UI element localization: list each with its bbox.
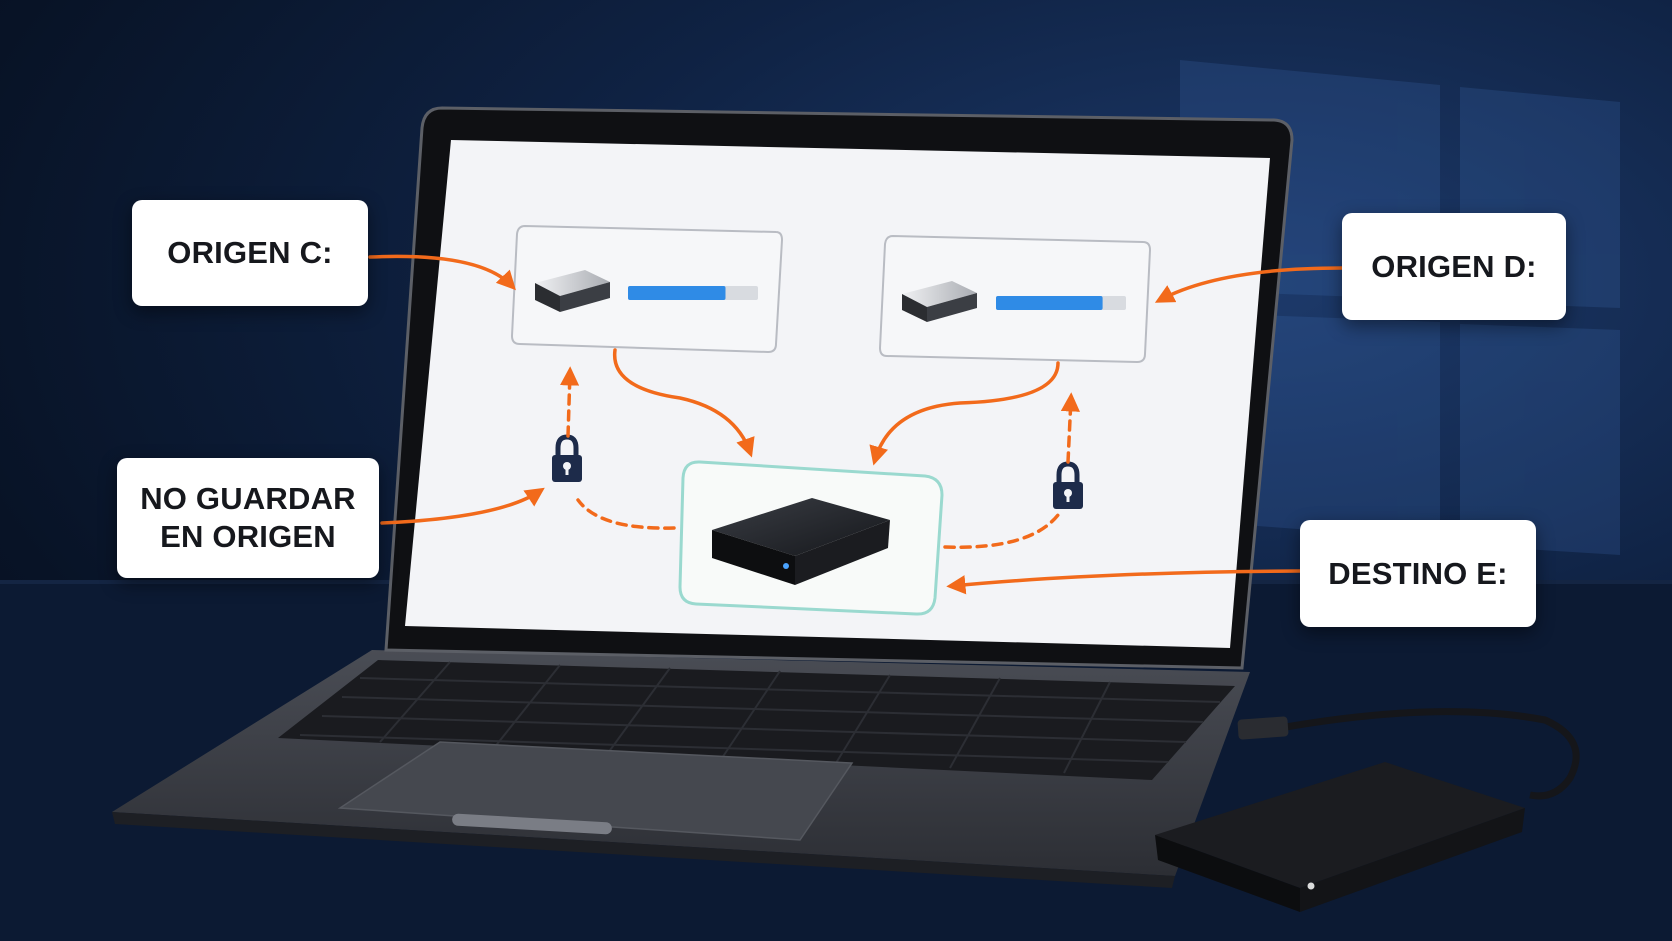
- label-no-guardar-en-origen: NO GUARDAR EN ORIGEN: [117, 458, 379, 578]
- label-destino-e: DESTINO E:: [1300, 520, 1536, 627]
- flow-c-to-e: [613, 348, 755, 458]
- flow-d-to-e: [869, 361, 1060, 466]
- dashed-e-to-lock-c: [576, 498, 676, 530]
- usb-cable: [1237, 708, 1580, 800]
- laptop-base: [112, 650, 1250, 888]
- destination-panel: [678, 460, 944, 616]
- dashed-lock-to-d: [1060, 392, 1080, 464]
- source-d-panel: [878, 234, 1152, 364]
- usage-bar-d: [996, 296, 1103, 310]
- external-drive-icon: [712, 498, 890, 585]
- usage-bar-c: [628, 286, 726, 300]
- arrow-no-guardar: [380, 487, 545, 525]
- keyboard: [299, 661, 1221, 774]
- external-drive: [1155, 762, 1525, 912]
- dashed-e-to-lock-d: [943, 513, 1060, 549]
- arrow-origen-d: [1154, 266, 1344, 303]
- label-origen-d: ORIGEN D:: [1342, 213, 1566, 320]
- dashed-lock-to-c: [559, 366, 580, 438]
- source-c-panel: [510, 224, 784, 354]
- arrow-origen-c: [368, 254, 516, 291]
- drive-icon: [902, 281, 977, 322]
- lock-icon: [1053, 461, 1083, 509]
- drive-icon: [535, 270, 610, 312]
- label-origen-c: ORIGEN C:: [132, 200, 368, 306]
- arrow-destino-e: [946, 569, 1302, 595]
